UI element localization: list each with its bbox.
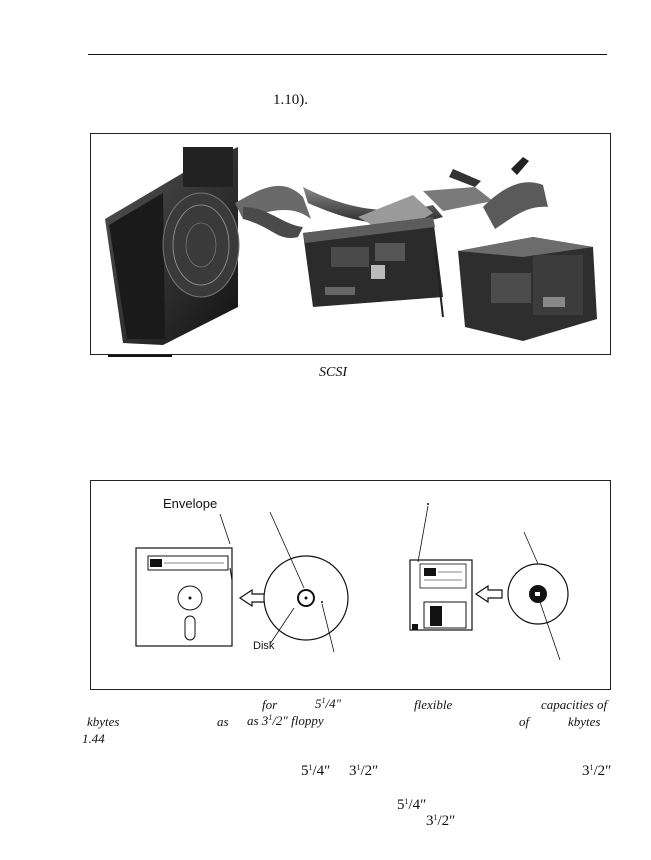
caption-as-3-1-2-floppy: as 31/2″ floppy: [247, 713, 324, 728]
five-inch-envelope: [135, 547, 233, 647]
body-size-3-1-2: 31/2″: [349, 763, 379, 779]
caption-size-5-1-4: 51/4″: [315, 696, 342, 711]
caption-word-capacities: capacities of: [541, 697, 608, 712]
hardware-photo: [105, 147, 597, 345]
body-size-3-1-2-right: 31/2″: [582, 763, 612, 779]
body-size-3-1-2-row3: 31/2″: [426, 813, 456, 829]
three-inch-disk: [507, 563, 569, 625]
caption-word-as: as: [217, 714, 229, 729]
figure-photo-frame: [90, 133, 611, 355]
floppy-disk-drive: [458, 157, 597, 341]
arrow-left-icon: [238, 588, 267, 608]
five-inch-disk: [263, 555, 349, 641]
header-rule: [88, 54, 607, 55]
hard-disk-drive: [105, 147, 240, 345]
section-reference: 1.10).: [273, 92, 308, 108]
label-envelope: Envelope: [163, 496, 218, 511]
three-inch-shell: [409, 559, 473, 631]
figure-label-rule: [108, 355, 172, 357]
ribbon-cables: [235, 169, 548, 238]
floppy-disk-diagram: [135, 503, 569, 661]
caption-word-of: of: [519, 714, 530, 729]
arrow-left-icon-2: [474, 584, 503, 604]
body-size-5-1-4-row2: 51/4″: [397, 797, 427, 813]
caption-word-kbytes: kbytes: [87, 714, 120, 729]
controller-card: [303, 217, 444, 318]
body-size-5-1-4: 51/4″: [301, 763, 331, 779]
caption-word-flexible: flexible: [414, 697, 453, 712]
caption-value-1-44: 1.44: [82, 731, 105, 746]
caption-word-for: for: [262, 697, 278, 712]
caption-word-kbytes-2: kbytes: [568, 714, 601, 729]
label-disk: Disk: [253, 640, 275, 652]
figure-disks-frame: [90, 480, 611, 690]
photo-caption-fragment: SCSI: [319, 365, 347, 380]
